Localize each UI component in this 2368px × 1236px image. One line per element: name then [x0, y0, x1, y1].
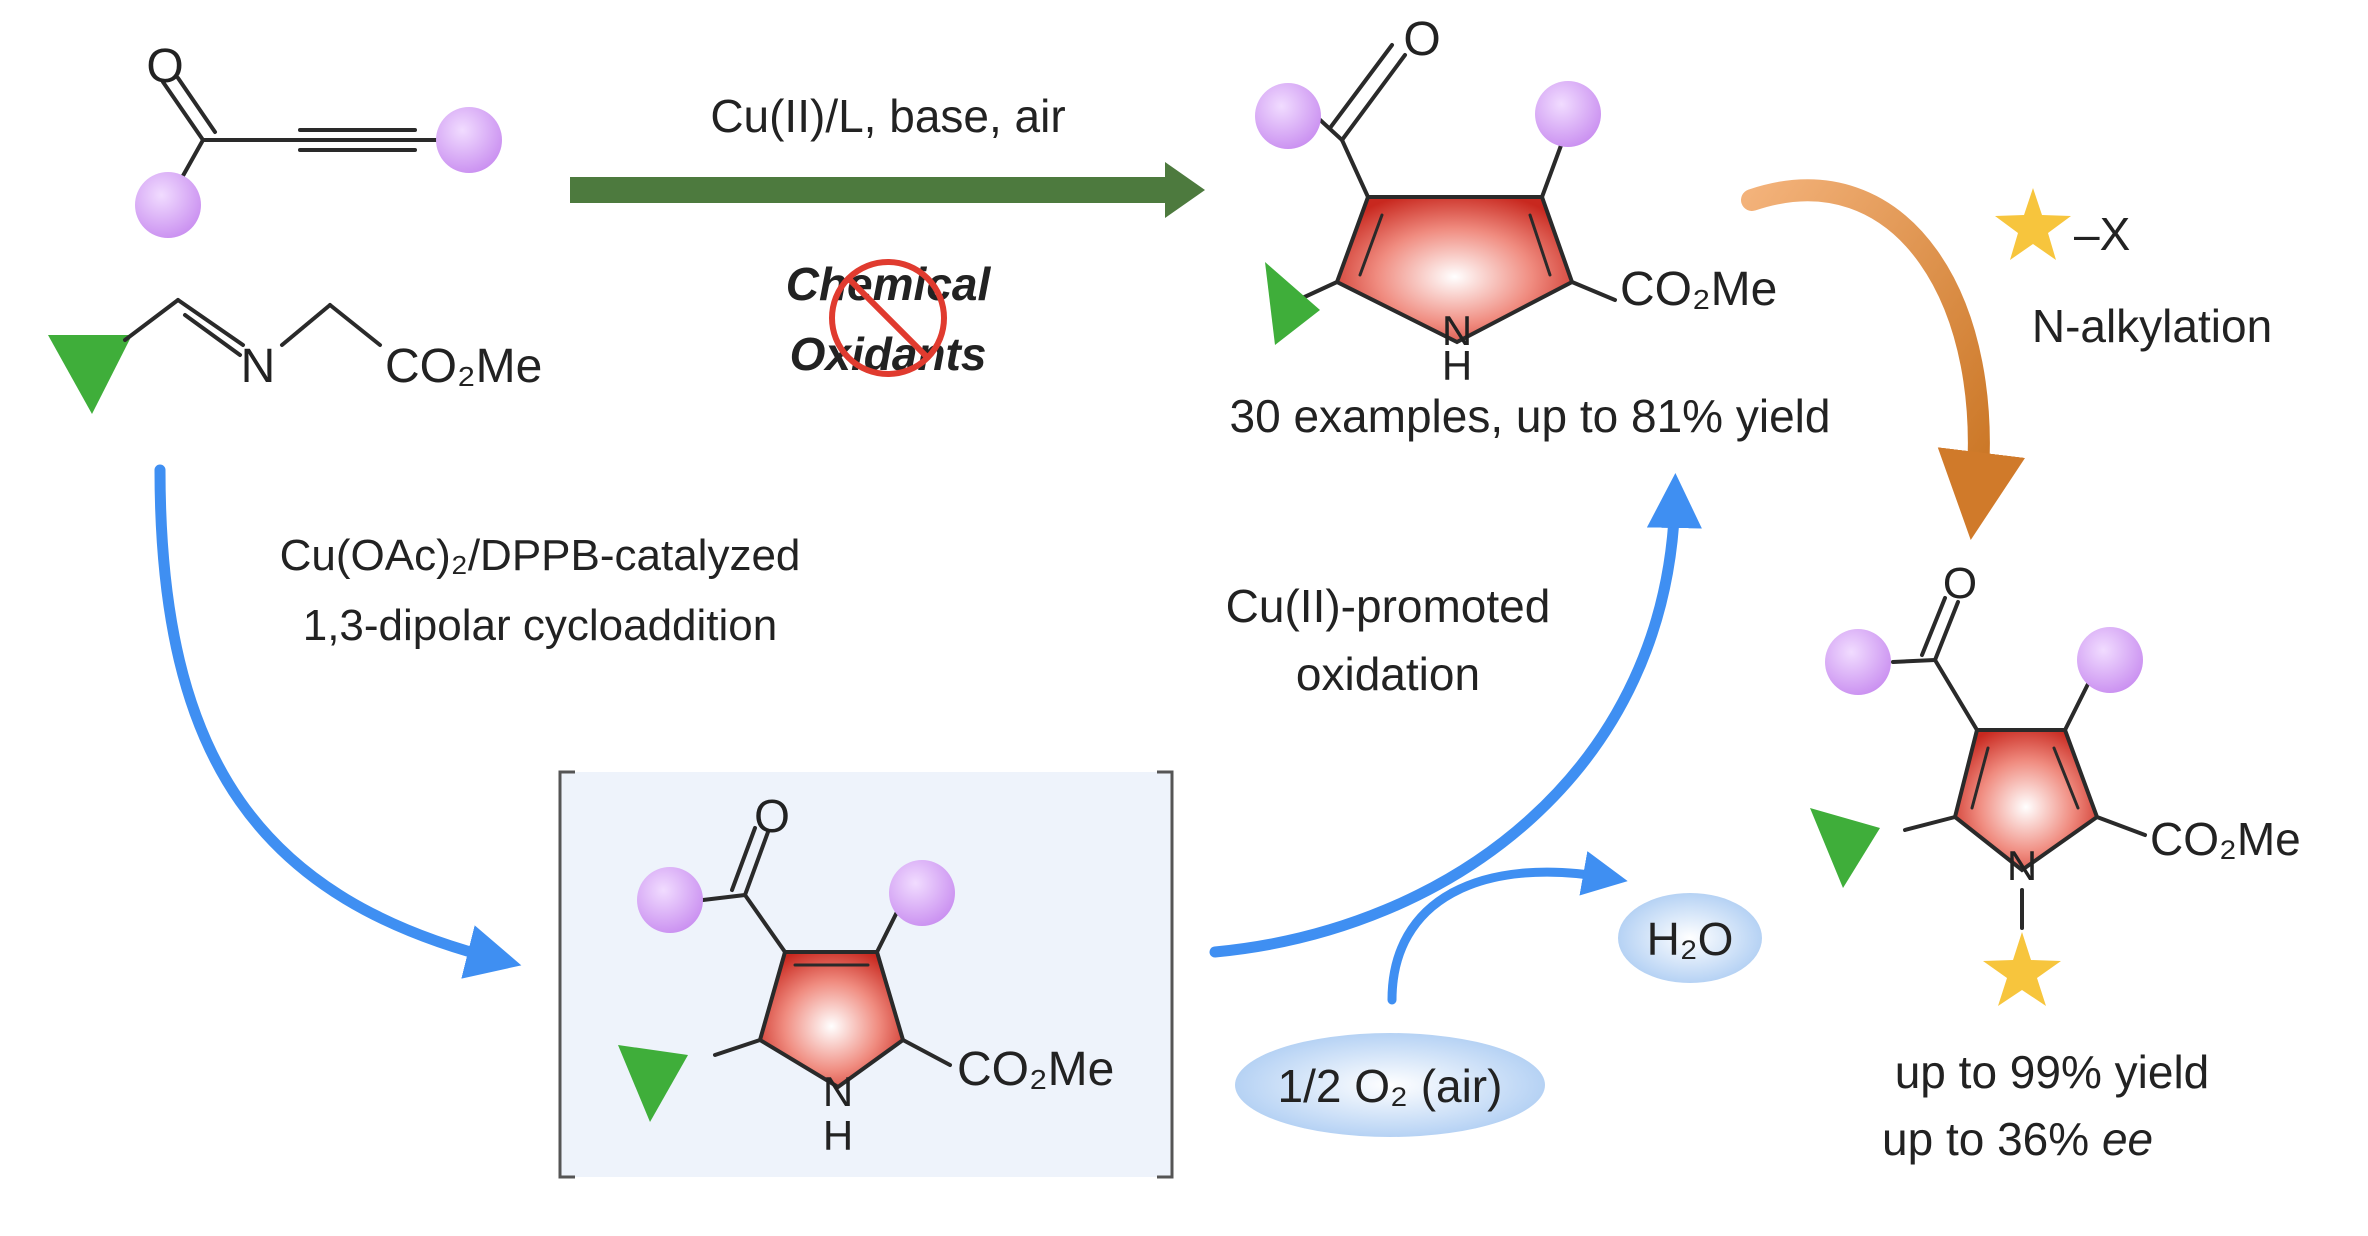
alkylated-yield-label: up to 99% yield — [1895, 1046, 2210, 1098]
top-reaction-arrow: Cu(II)/L, base, air — [570, 90, 1205, 218]
no-oxidant-note: Chemical Oxidants — [786, 258, 992, 380]
product-nitrogen-label: N — [1442, 307, 1472, 354]
intermediate-dihydropyrrole: O CO₂Me N H — [558, 770, 1174, 1179]
intermediate-hydrogen-label: H — [823, 1112, 853, 1159]
middle-conditions-line2: oxidation — [1296, 648, 1480, 700]
alkylated-ee-label: up to 36% ee — [1882, 1113, 2153, 1165]
intermediate-oxygen-label: O — [754, 790, 790, 842]
intermediate-nitrogen-label: N — [823, 1068, 853, 1115]
water-label: H₂O — [1647, 913, 1734, 965]
ynone-oxygen-label: O — [146, 40, 183, 93]
purple-sphere-icon — [1255, 83, 1321, 149]
alkylated-oxygen-label: O — [1943, 559, 1977, 608]
alkylation-step: –X N-alkylation — [1741, 179, 2272, 540]
green-triangle-icon — [618, 1045, 688, 1122]
purple-sphere-icon — [135, 172, 201, 238]
alkylated-product: O CO₂Me N up to 99% yield up to 36% ee — [1810, 559, 2301, 1165]
air-label: 1/2 O₂ (air) — [1278, 1060, 1503, 1112]
reactant-imine: N CO₂Me — [48, 298, 542, 414]
gold-star-icon — [1983, 932, 2061, 1006]
purple-sphere-icon — [637, 867, 703, 933]
ee-prefix: up to 36% — [1882, 1113, 2102, 1165]
gold-star-icon — [1995, 188, 2071, 260]
green-triangle-icon — [48, 335, 132, 414]
left-conditions-line2: 1,3-dipolar cycloaddition — [303, 601, 778, 650]
prohibited-icon — [829, 259, 947, 377]
purple-sphere-icon — [1535, 81, 1601, 147]
oxidation-arrow: Cu(II)-promoted oxidation — [1209, 473, 1702, 1005]
imine-ester-label: CO₂Me — [385, 340, 542, 393]
left-cycloaddition-arrow: Cu(OAc)₂/DPPB-catalyzed 1,3-dipolar cycl… — [154, 464, 801, 979]
left-conditions-line1: Cu(OAc)₂/DPPB-catalyzed — [280, 531, 801, 580]
green-triangle-icon — [1265, 262, 1320, 345]
top-conditions-label: Cu(II)/L, base, air — [710, 90, 1065, 142]
water-oval: H₂O — [1618, 893, 1762, 983]
reactant-alkyne: O — [135, 40, 502, 238]
purple-sphere-icon — [2077, 627, 2143, 693]
intermediate-ester-label: CO₂Me — [957, 1043, 1114, 1096]
purple-sphere-icon — [436, 107, 502, 173]
alkylating-agent-label: –X — [2074, 208, 2130, 260]
product-scope-label: 30 examples, up to 81% yield — [1230, 390, 1831, 442]
alkylated-nitrogen-label: N — [2007, 842, 2037, 889]
pyrrole-ring — [1334, 195, 1575, 345]
alkylation-label: N-alkylation — [2032, 300, 2272, 352]
oxygen-air-oval: 1/2 O₂ (air) — [1235, 1033, 1545, 1137]
purple-sphere-icon — [1825, 629, 1891, 695]
product-hydrogen-label: H — [1442, 342, 1472, 389]
product-oxygen-label: O — [1403, 13, 1440, 66]
no-oxidant-line1: Chemical — [786, 258, 992, 310]
middle-conditions-line1: Cu(II)-promoted — [1226, 580, 1551, 632]
ee-suffix: ee — [2102, 1113, 2153, 1165]
product-pyrrole: O CO₂Me N H 30 examples, up to 81% yield — [1230, 13, 1831, 442]
dihydropyrrole-ring — [757, 950, 906, 1090]
green-triangle-icon — [1810, 808, 1880, 888]
purple-sphere-icon — [889, 860, 955, 926]
product-ester-label: CO₂Me — [1620, 263, 1777, 316]
imine-nitrogen-label: N — [241, 340, 276, 393]
alkylated-ester-label: CO₂Me — [2150, 813, 2301, 865]
